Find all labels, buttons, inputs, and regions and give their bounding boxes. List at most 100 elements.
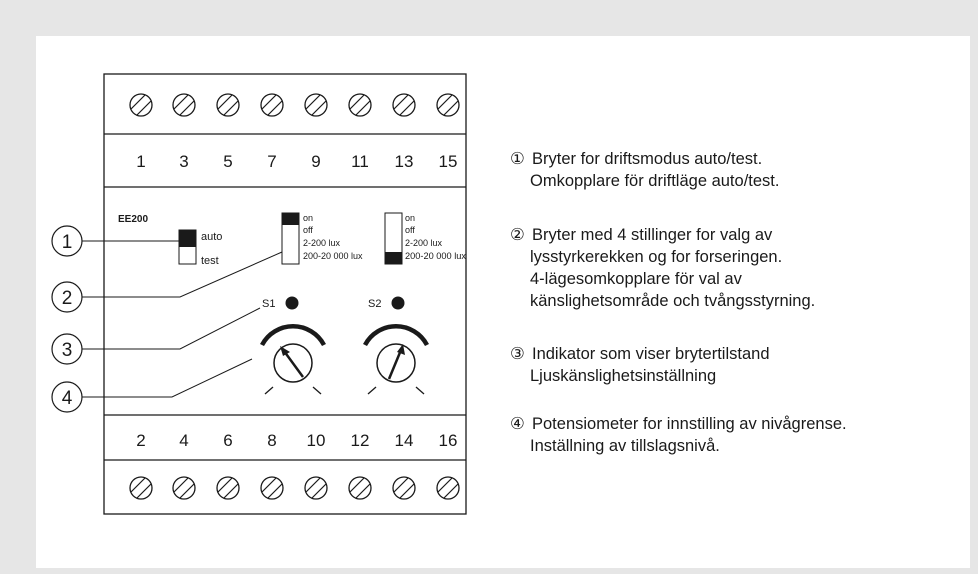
- terminal-number-top-5: 5: [223, 152, 232, 171]
- terminal-top-screw: [348, 93, 372, 117]
- terminal-bottom-screw-slot: [179, 483, 195, 499]
- terminal-bottom-screw: [172, 476, 196, 500]
- terminal-number-bottom-12: 12: [351, 431, 370, 450]
- terminal-top-screw-slot: [179, 100, 195, 116]
- terminal-number-top-13: 13: [395, 152, 414, 171]
- model-label: EE200: [118, 214, 148, 225]
- terminal-top-screw-slot: [399, 100, 415, 116]
- terminal-top-screw-slot: [305, 94, 321, 110]
- terminal-top-screw-slot: [437, 94, 453, 110]
- indicator-s1: S1: [262, 296, 299, 310]
- terminal-bottom-screw-slot: [173, 477, 189, 493]
- indicator-s2: S2: [368, 296, 405, 310]
- device-housing: [103, 73, 467, 515]
- terminal-bottom-screw: [129, 476, 153, 500]
- mode-switch[interactable]: auto test: [178, 229, 222, 267]
- terminal-bottom-screw-slot: [261, 477, 277, 493]
- terminal-screws-bottom: [129, 476, 460, 500]
- terminal-top-screw-slot: [349, 94, 365, 110]
- indicator-s1-led: [285, 296, 299, 310]
- mode-switch-label-auto: auto: [201, 231, 222, 243]
- terminal-bottom-screw-slot: [393, 477, 409, 493]
- potentiometer-2[interactable]: [363, 324, 429, 395]
- terminal-top-screw: [129, 93, 153, 117]
- callout-2-number: 2: [62, 288, 73, 309]
- callout-4-number: 4: [62, 388, 73, 409]
- terminal-number-bottom-4: 4: [179, 431, 188, 450]
- callout-3-number: 3: [62, 340, 73, 361]
- terminal-number-bottom-2: 2: [136, 431, 145, 450]
- terminal-bottom-screw-slot: [443, 483, 459, 499]
- terminal-top-screw-slot: [311, 100, 327, 116]
- indicator-s2-label: S2: [368, 298, 381, 310]
- terminal-top-screw: [216, 93, 240, 117]
- terminal-number-top-15: 15: [439, 152, 458, 171]
- terminal-number-bottom-10: 10: [307, 431, 326, 450]
- terminal-top-screw-slot: [217, 94, 233, 110]
- terminal-number-top-9: 9: [311, 152, 320, 171]
- terminal-number-top-3: 3: [179, 152, 188, 171]
- terminal-bottom-screw-slot: [217, 477, 233, 493]
- terminal-numbers-bottom: 2 4 6 8 10 12 14 16: [136, 431, 457, 450]
- terminal-top-screw-slot: [261, 94, 277, 110]
- terminal-top-screw-slot: [355, 100, 371, 116]
- terminal-number-top-1: 1: [136, 152, 145, 171]
- terminal-bottom-screw-slot: [399, 483, 415, 499]
- terminal-top-screw: [304, 93, 328, 117]
- terminal-bottom-screw-slot: [223, 483, 239, 499]
- terminal-number-top-11: 11: [351, 152, 369, 171]
- range-switch-right-low: 2-200 lux: [405, 238, 443, 248]
- terminal-top-screw: [172, 93, 196, 117]
- range-switch-left[interactable]: on off 2-200 lux 200-20 000 lux: [281, 212, 363, 265]
- terminal-bottom-screw-slot: [437, 477, 453, 493]
- terminal-top-screw-slot: [223, 100, 239, 116]
- range-switch-left-high: 200-20 000 lux: [303, 251, 363, 261]
- terminal-number-bottom-14: 14: [395, 431, 414, 450]
- indicator-s2-led: [391, 296, 405, 310]
- callout-2: 2: [51, 251, 283, 313]
- terminal-top-screw-slot: [130, 94, 146, 110]
- terminal-bottom-screw-slot: [136, 483, 152, 499]
- terminal-bottom-screw-slot: [349, 477, 365, 493]
- terminal-top-screw-slot: [393, 94, 409, 110]
- callout-3: 3: [51, 307, 261, 365]
- terminal-number-bottom-8: 8: [267, 431, 276, 450]
- terminal-number-bottom-6: 6: [223, 431, 232, 450]
- terminal-top-screw: [260, 93, 284, 117]
- callout-1: 1: [51, 225, 180, 257]
- terminal-bottom-screw-slot: [267, 483, 283, 499]
- range-switch-right-on: on: [405, 213, 415, 223]
- terminal-top-screw: [436, 93, 460, 117]
- terminal-bottom-screw: [348, 476, 372, 500]
- terminal-bottom-screw-slot: [305, 477, 321, 493]
- range-switch-right[interactable]: on off 2-200 lux 200-20 000 lux: [384, 212, 467, 265]
- terminal-top-screw-slot: [443, 100, 459, 116]
- range-switch-left-off: off: [303, 225, 313, 235]
- callout-4: 4: [51, 358, 253, 413]
- terminal-bottom-screw-slot: [311, 483, 327, 499]
- range-switch-left-low: 2-200 lux: [303, 238, 341, 248]
- mode-switch-label-test: test: [201, 255, 219, 267]
- terminal-screws-top: [129, 93, 460, 117]
- terminal-bottom-screw-slot: [355, 483, 371, 499]
- terminal-top-screw-slot: [173, 94, 189, 110]
- terminal-top-screw-slot: [267, 100, 283, 116]
- range-switch-left-on: on: [303, 213, 313, 223]
- indicator-s1-label: S1: [262, 298, 275, 310]
- range-switch-right-high: 200-20 000 lux: [405, 251, 467, 261]
- terminal-bottom-screw: [260, 476, 284, 500]
- terminal-number-bottom-16: 16: [439, 431, 458, 450]
- terminal-bottom-screw: [304, 476, 328, 500]
- terminal-bottom-screw: [392, 476, 416, 500]
- range-switch-right-off: off: [405, 225, 415, 235]
- callout-1-number: 1: [62, 232, 73, 253]
- terminal-top-screw: [392, 93, 416, 117]
- terminal-bottom-screw-slot: [130, 477, 146, 493]
- terminal-bottom-screw: [436, 476, 460, 500]
- potentiometer-1[interactable]: [260, 324, 326, 395]
- terminal-bottom-screw: [216, 476, 240, 500]
- terminal-top-screw-slot: [136, 100, 152, 116]
- terminal-number-top-7: 7: [267, 152, 276, 171]
